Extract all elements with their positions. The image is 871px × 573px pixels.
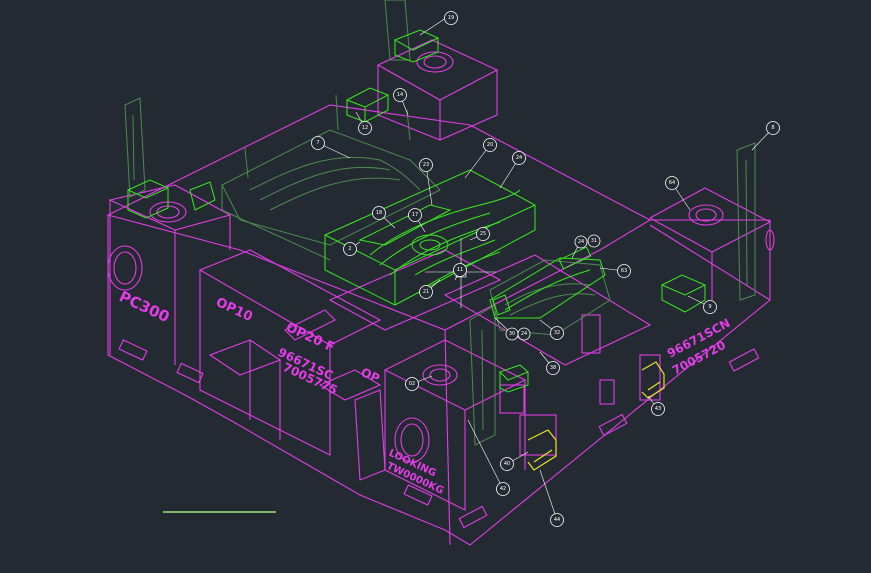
svg-text:11: 11 [457, 267, 463, 273]
balloon-31[interactable]: 31 [587, 234, 601, 248]
svg-text:30: 30 [509, 331, 515, 337]
balloon-11[interactable]: 11 [453, 263, 467, 277]
balloon-7[interactable]: 7 [311, 136, 325, 150]
balloon-9[interactable]: 9 [703, 300, 717, 314]
balloon-25[interactable]: 25 [476, 227, 490, 241]
die-body [106, 39, 775, 546]
dark-green-parts [124, 0, 756, 446]
svg-text:7: 7 [316, 140, 319, 146]
svg-text:20: 20 [487, 142, 493, 148]
balloon-40[interactable]: 40 [500, 457, 514, 471]
svg-text:02: 02 [409, 381, 415, 387]
balloon-42[interactable]: 42 [496, 482, 510, 496]
svg-text:9: 9 [708, 304, 711, 310]
svg-text:32: 32 [554, 330, 560, 336]
label-pc: PC300 [116, 287, 172, 326]
svg-text:24: 24 [521, 331, 527, 337]
balloon-43[interactable]: 43 [651, 402, 665, 416]
svg-text:8: 8 [771, 125, 774, 131]
label-op-short: OP [359, 365, 382, 386]
balloon-32[interactable]: 32 [550, 326, 564, 340]
svg-text:42: 42 [500, 486, 506, 492]
balloon-64[interactable]: 64 [665, 176, 679, 190]
balloon-44[interactable]: 44 [550, 513, 564, 527]
balloon-30[interactable]: 30 [505, 327, 519, 341]
balloon-23[interactable]: 23 [419, 158, 433, 172]
balloon-24-mid[interactable]: 24 [574, 235, 588, 249]
svg-text:25: 25 [480, 231, 486, 237]
balloon-63[interactable]: 63 [617, 264, 631, 278]
balloon-02[interactable]: 02 [405, 377, 419, 391]
svg-text:44: 44 [554, 517, 560, 523]
label-op10: OP10 [213, 295, 254, 325]
balloon-38[interactable]: 38 [546, 361, 560, 375]
balloon-24-top[interactable]: 24 [512, 151, 526, 165]
balloon-19[interactable]: 19 [444, 11, 458, 25]
svg-text:40: 40 [504, 461, 510, 467]
svg-text:18: 18 [376, 210, 382, 216]
balloon-21[interactable]: 21 [419, 285, 433, 299]
balloon-20[interactable]: 20 [483, 138, 497, 152]
svg-text:17: 17 [412, 212, 418, 218]
svg-text:14: 14 [397, 92, 403, 98]
svg-text:64: 64 [669, 180, 675, 186]
balloon-2[interactable]: 2 [343, 242, 357, 256]
svg-text:12: 12 [362, 125, 368, 131]
balloon-14[interactable]: 14 [393, 88, 407, 102]
svg-text:24: 24 [516, 155, 522, 161]
svg-text:38: 38 [550, 365, 556, 371]
balloons: 19 14 12 7 23 20 24 8 64 18 17 25 2 24 3… [311, 11, 780, 527]
svg-text:63: 63 [621, 268, 627, 274]
balloon-18[interactable]: 18 [372, 206, 386, 220]
svg-text:21: 21 [423, 289, 429, 295]
yellow-clips [527, 361, 665, 471]
svg-text:24: 24 [578, 239, 584, 245]
balloon-8[interactable]: 8 [766, 121, 780, 135]
balloon-12[interactable]: 12 [358, 121, 372, 135]
svg-text:31: 31 [591, 238, 597, 244]
balloon-17[interactable]: 17 [408, 208, 422, 222]
svg-text:2: 2 [348, 246, 351, 252]
svg-text:23: 23 [423, 162, 429, 168]
leader-lines [317, 17, 774, 521]
svg-text:43: 43 [655, 406, 661, 412]
svg-text:19: 19 [448, 15, 454, 21]
balloon-24-low[interactable]: 24 [517, 327, 531, 341]
